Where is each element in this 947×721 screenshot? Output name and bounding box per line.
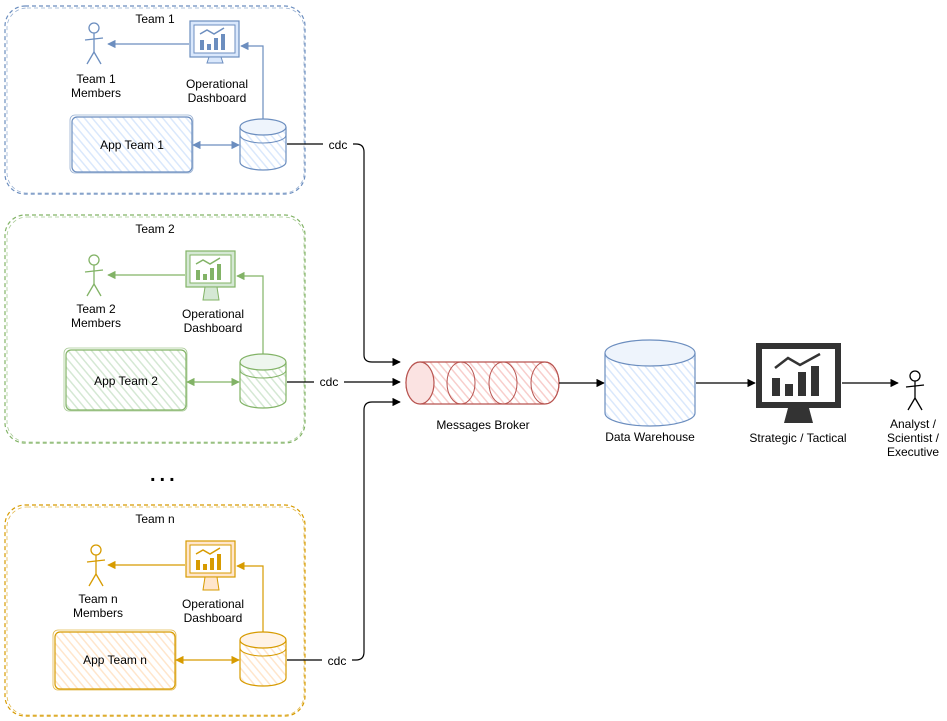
- team-1-database-icon: [239, 118, 287, 171]
- team-1-group: [4, 5, 306, 195]
- cdc-team-2-label: cdc: [314, 375, 344, 389]
- team-2-database-icon: [239, 353, 287, 409]
- app-team-1-box: [71, 116, 193, 173]
- cdc-team-1-label: cdc: [323, 138, 353, 152]
- team-n-members-line-2: Members: [72, 606, 123, 620]
- team-2-dashboard-icon: [185, 250, 236, 301]
- team-2-group: [4, 214, 306, 444]
- team-1-dashboard-line-2: Dashboard: [187, 91, 247, 105]
- app-team-n-box: [54, 631, 176, 690]
- team-1-container: [4, 5, 306, 195]
- team-n-members-icon: [86, 544, 106, 587]
- analyst-line-1: Analyst /: [889, 417, 937, 431]
- team-1-dashboard-icon: [189, 20, 240, 64]
- app-team-2-box: [65, 349, 187, 411]
- team-1-dashboard-line-1: Operational: [185, 77, 249, 91]
- analyst-line-2: Scientist /: [886, 431, 940, 445]
- more-teams-ellipsis: ...: [150, 464, 179, 486]
- team-1-members-line-1: Team 1: [76, 72, 116, 86]
- team-n-members-line-1: Team n: [78, 592, 118, 606]
- dbn-dashboardn-link: [236, 561, 264, 632]
- data-warehouse-label: Data Warehouse: [605, 430, 695, 444]
- messages-broker-label: Messages Broker: [436, 418, 530, 432]
- team-2-container: [4, 214, 306, 444]
- strategic-tactical-label: Strategic / Tactical: [749, 431, 847, 445]
- team-2-title: Team 2: [135, 222, 175, 236]
- app-team-2-label: App Team 2: [94, 374, 158, 388]
- team-1-members-line-2: Members: [70, 86, 121, 100]
- team-2-members-icon: [84, 254, 104, 297]
- team-n-dashboard-line-2: Dashboard: [183, 611, 243, 625]
- db1-dashboard1-link: [240, 41, 264, 119]
- analyst-line-3: Executive: [886, 445, 940, 459]
- team-n-container: [4, 504, 306, 717]
- team-2-dashboard-line-2: Dashboard: [183, 321, 243, 335]
- cdc-team-n-label: cdc: [322, 654, 352, 668]
- data-warehouse-icon: [604, 339, 696, 427]
- team-1-title: Team 1: [135, 12, 175, 26]
- team-2-dashboard-line-1: Operational: [181, 307, 245, 321]
- team-n-database-icon: [239, 631, 287, 687]
- team-1-members-icon: [84, 22, 104, 65]
- messages-broker-icon: [405, 361, 560, 405]
- team-2-members-label: Team 2 Members: [56, 302, 136, 330]
- analyst-label: Analyst / Scientist / Executive: [880, 417, 946, 459]
- team-2-dashboard-label: Operational Dashboard: [168, 307, 258, 335]
- app-team-n-label: App Team n: [83, 653, 147, 667]
- db2-dashboard2-link: [236, 271, 264, 354]
- team-1-members-label: Team 1 Members: [56, 72, 136, 100]
- cdc-team-n-connector: [287, 397, 401, 661]
- team-n-title: Team n: [135, 512, 175, 526]
- team-2-members-line-1: Team 2: [76, 302, 116, 316]
- analyst-icon: [905, 370, 925, 411]
- team-n-dashboard-label: Operational Dashboard: [168, 597, 258, 625]
- cdc-team-1-connector: [287, 143, 401, 367]
- team-2-members-line-2: Members: [70, 316, 121, 330]
- team-n-dashboard-icon: [185, 540, 236, 591]
- app-team-1-label: App Team 1: [100, 138, 164, 152]
- team-n-group: [4, 504, 306, 717]
- team-1-dashboard-label: Operational Dashboard: [172, 77, 262, 105]
- team-n-dashboard-line-1: Operational: [181, 597, 245, 611]
- strategic-dashboard-icon: [756, 343, 841, 423]
- team-n-members-label: Team n Members: [58, 592, 138, 620]
